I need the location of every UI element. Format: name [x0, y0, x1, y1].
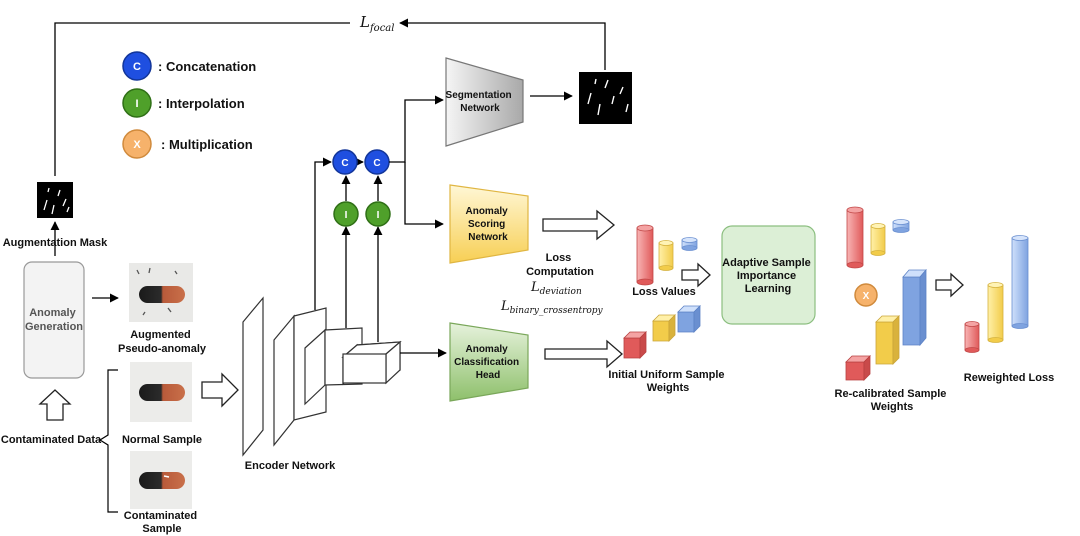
svg-text:X: X [863, 291, 870, 302]
arrow-to-scoring [404, 162, 444, 229]
augmentation-mask-image [37, 182, 73, 218]
loss-computation-label: Loss Computation [526, 252, 594, 278]
augmented-label: Augmented Pseudo-anomaly [118, 329, 207, 355]
svg-text:C: C [133, 61, 141, 73]
focal-loss-label: Lfocal [359, 13, 394, 34]
normal-sample-image [130, 362, 192, 422]
loss-deviation-label: Ldeviation [530, 280, 582, 297]
recalibrated-label: Re-calibrated Sample Weights [835, 388, 950, 413]
svg-text:Lfocal: Lfocal [359, 13, 394, 34]
reweighted-loss-label: Reweighted Loss [964, 372, 1054, 384]
anomaly-generation-label: Anomaly Generation [25, 307, 83, 333]
normal-sample-label: Normal Sample [122, 434, 202, 446]
focal-loss-arrow-left [54, 22, 350, 176]
svg-text:: Interpolation: : Interpolation [158, 96, 245, 111]
contaminated-sample-image [130, 451, 192, 509]
legend-interpolation: I : Interpolation [122, 88, 245, 118]
arrow-to-segmentation [389, 95, 444, 163]
svg-text:Anomaly Scoring Ne: Anomaly Scoring Network [465, 206, 510, 243]
svg-text:: Concatenation: : Concatenation [158, 59, 256, 74]
hollow-arrow-cls-to-weights [544, 339, 623, 369]
svg-text:: Multiplication: : Multiplication [161, 137, 253, 152]
anomaly-classification-head: Anomaly Classification Head [449, 322, 529, 402]
concat-node-1: C [332, 149, 358, 175]
adaptive-learning-box [721, 225, 816, 325]
concat-node-2: C [364, 149, 390, 175]
contaminated-data-label: Contaminated Data [1, 434, 102, 446]
initial-weights-label: Initial Uniform Sample Weights [608, 369, 727, 394]
data-brace [98, 369, 118, 513]
augmented-sample-image [129, 263, 193, 322]
svg-text:Lbinary_crossentropy: Lbinary_crossentropy [500, 299, 604, 316]
interp-node-1: I [333, 201, 359, 227]
loss-values-cylinders [636, 224, 698, 286]
hollow-arrow-to-reweighted [935, 272, 964, 298]
svg-text:X: X [133, 139, 141, 151]
arrow-encoder-to-concat1 [314, 157, 332, 310]
recalibrated-cylinders [846, 206, 910, 269]
segmentation-output-mask [579, 72, 632, 124]
contaminated-sample-label: Contaminated Sample [124, 510, 200, 535]
focal-loss-arrow-right [399, 18, 606, 70]
legend-concatenation: C : Concatenation [122, 51, 256, 81]
anomaly-scoring-network: Anomaly Scoring Network [449, 184, 529, 264]
initial-weights-cubes [623, 305, 701, 359]
legend-multiplication: X : Multiplication [122, 129, 253, 159]
loss-values-label: Loss Values [632, 286, 696, 298]
svg-text:I: I [345, 210, 348, 221]
svg-text:Anomaly Classification: Anomaly Classification Head [454, 344, 522, 381]
hollow-arrow-to-encoder [201, 372, 239, 408]
svg-text:C: C [341, 158, 348, 169]
svg-text:Segmentation Network: Segmentation Network [446, 90, 515, 114]
anomaly-generation-box [23, 261, 85, 379]
hollow-arrow-scoring-to-loss [542, 209, 616, 241]
hollow-arrow-loss-to-adaptive [681, 262, 711, 288]
legend: C : Concatenation I : Interpolation X : … [122, 51, 256, 159]
svg-text:C: C [373, 158, 380, 169]
reweighted-loss-cylinders [964, 235, 1029, 353]
recalibrated-cubes [845, 268, 927, 381]
svg-text:Ldeviation: Ldeviation [530, 280, 582, 297]
segmentation-network: Segmentation Network [445, 57, 524, 147]
encoder-network [242, 296, 402, 457]
loss-bce-label: Lbinary_crossentropy [500, 299, 604, 316]
adaptive-learning-label: Adaptive Sample Importance Learning [722, 257, 814, 295]
svg-text:I: I [377, 210, 380, 221]
hollow-up-arrow [38, 389, 72, 421]
multiplication-node: X [854, 283, 878, 307]
encoder-network-label: Encoder Network [245, 460, 336, 472]
svg-text:I: I [135, 98, 138, 110]
interp-node-2: I [365, 201, 391, 227]
